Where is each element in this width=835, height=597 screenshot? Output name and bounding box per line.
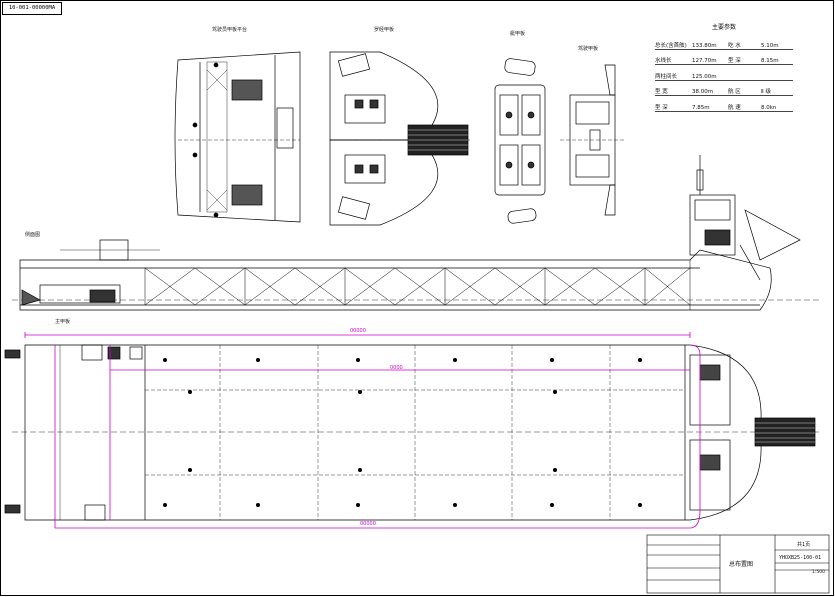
- particulars-title: 主要参数: [711, 24, 736, 31]
- title-block: 共1页 总布置图 YHOXB25-100-01 1:500: [647, 535, 829, 593]
- particular-value: 125.00m: [692, 73, 717, 80]
- bridge-deck-title: 罗经甲板: [374, 27, 395, 33]
- particular-key: 航 速: [728, 104, 741, 111]
- particular-key: 型 深: [728, 58, 741, 64]
- particular-key: 水线长: [655, 58, 672, 64]
- poop-deck-title: 驾驶员甲板平台: [212, 27, 248, 33]
- wheelhouse-deck-title: 驾驶甲板: [578, 46, 599, 52]
- particular-key: 型 深: [655, 104, 668, 111]
- particulars-row: 型 宽 38.00m 航 区 Ⅱ 级: [655, 81, 793, 96]
- main-deck-plan: [4, 344, 820, 521]
- particular-key: 型 宽: [655, 89, 668, 95]
- particular-value: 127.70m: [692, 58, 717, 64]
- particular-value: 8.15m: [761, 58, 779, 64]
- particular-value: Ⅱ 级: [761, 89, 771, 95]
- profile-view: [12, 155, 820, 311]
- dimension-lines: [24, 332, 701, 529]
- profile-title: 侧面图: [25, 232, 41, 238]
- page-count: 共1页: [797, 542, 811, 548]
- drawing-name: 总布置图: [729, 561, 754, 568]
- boat-deck-title: 艇甲板: [510, 31, 526, 37]
- particulars-row: 型 深 7.85m 航 速 8.0kn: [655, 96, 793, 112]
- main-deck-title: 主甲板: [55, 319, 71, 325]
- particular-key: 总长(含首舷): [655, 42, 687, 49]
- drawing-code: YHOXB25-100-01: [779, 555, 822, 561]
- particular-value: 8.0kn: [761, 104, 777, 111]
- particular-value: 38.00m: [692, 89, 714, 95]
- particulars-row: 两柱间长 125.00m: [655, 65, 793, 81]
- particulars-row: 总长(含首舷) 133.80m 吃 水 5.10m: [655, 34, 793, 50]
- deck-dimension-label: 00000: [360, 521, 376, 527]
- drawing-scale: 1:500: [812, 570, 825, 575]
- particular-value: 5.10m: [761, 42, 779, 49]
- overall-dimension-label: 00000: [350, 328, 366, 334]
- title-block-frame: [646, 534, 830, 594]
- hold-dimension-label: 0000: [390, 365, 403, 371]
- wheelhouse-plan: [560, 64, 625, 216]
- particulars-row: 水线长 127.70m 型 深 8.15m: [655, 50, 793, 65]
- particular-key: 航 区: [728, 89, 741, 95]
- boat-deck-plan: [494, 58, 546, 224]
- particular-value: 7.85m: [692, 104, 710, 111]
- drawing-number: 10-001-00000MA: [2, 2, 62, 15]
- poop-deck-plan: [174, 51, 301, 223]
- bridge-deck-plan: [329, 51, 470, 226]
- particular-key: 吃 水: [728, 42, 741, 49]
- principal-particulars-table: 主要参数 总长(含首舷) 133.80m 吃 水 5.10m 水线长 127.7…: [655, 22, 793, 112]
- particular-key: 两柱间长: [655, 73, 678, 80]
- particular-value: 133.80m: [692, 42, 717, 49]
